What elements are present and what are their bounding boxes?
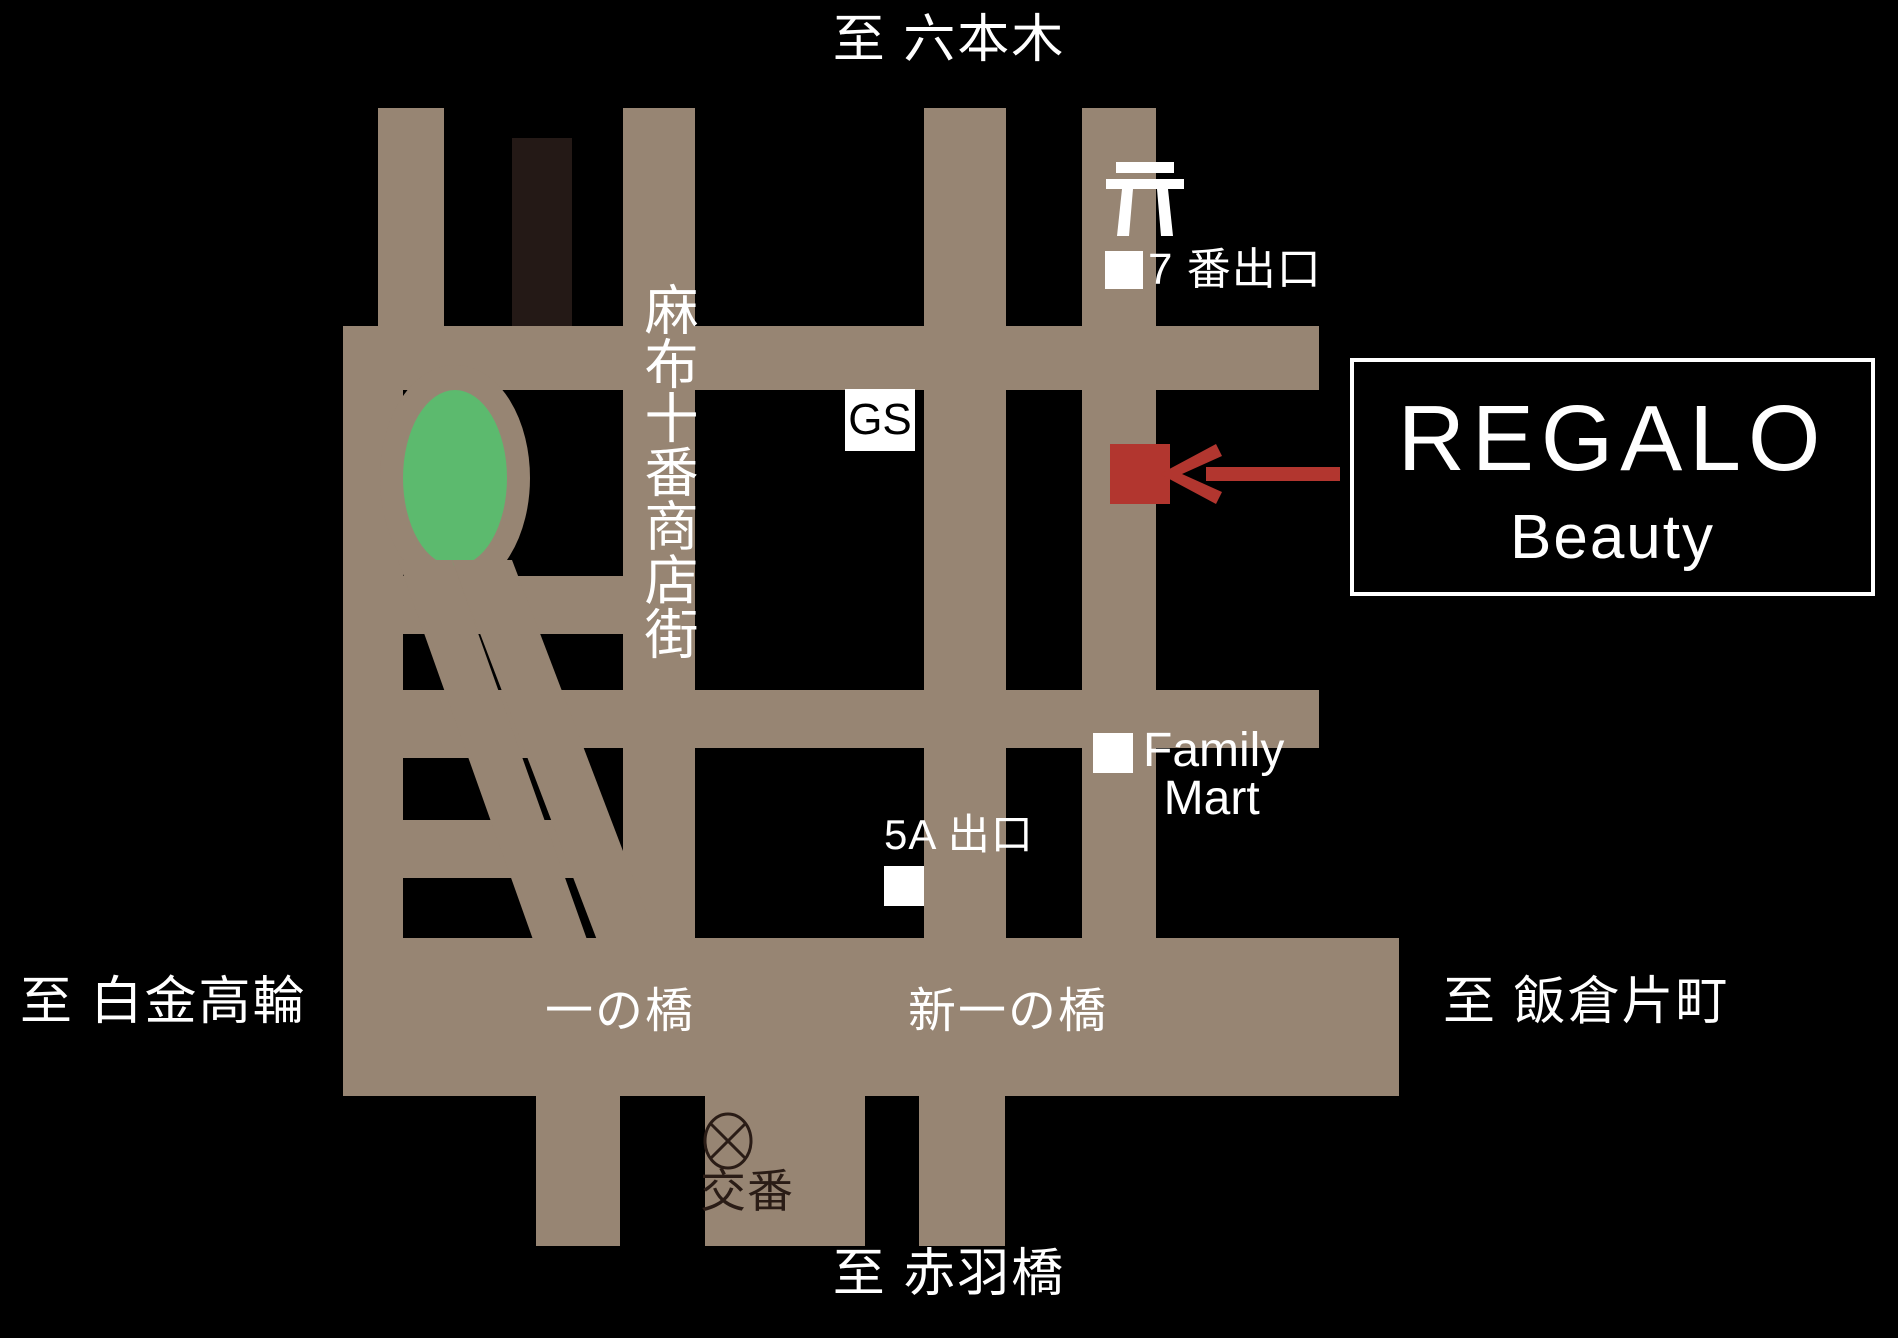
exit-5a-label: 5A 出口 (884, 811, 1034, 858)
direction-label-south: 至 赤羽橋 (832, 1245, 1066, 1303)
bridge-label-ichinohashi: 一の橋 (545, 985, 696, 1038)
road-bottom-branch-west (536, 1096, 620, 1246)
regalo-beauty-logo-box: REGALO Beauty (1350, 358, 1875, 596)
road-horizontal-upper-right-stub (1156, 326, 1319, 390)
road-diagonal-1 (452, 560, 660, 948)
regalo-logo-name: REGALO (1397, 385, 1828, 490)
torii-gate-icon (1106, 162, 1184, 236)
family-mart-label-line2: Mart (1163, 772, 1260, 825)
road-vertical-center (924, 108, 1006, 948)
road-horizontal-mid-right-stub (1156, 690, 1319, 748)
koban-circle-cross-icon (703, 1112, 753, 1170)
road-vertical-right-lower (1082, 748, 1156, 944)
road-vertical-shopping-street (623, 108, 695, 948)
exit-7-marker-square (1105, 251, 1143, 289)
dark-building-block (512, 138, 572, 338)
bridge-label-shinichinohashi: 新一の橋 (908, 985, 1109, 1038)
shopping-street-label: 麻布十番商店街 (636, 282, 696, 660)
gas-station-sign: GS (845, 389, 915, 451)
road-horizontal-upper (343, 326, 1313, 390)
exit-5a-marker-square (884, 866, 924, 906)
family-mart-marker-square (1093, 733, 1133, 773)
road-network (343, 108, 1399, 1246)
road-bottom-band (343, 938, 1399, 1096)
road-vertical-1 (378, 108, 444, 348)
regalo-logo-subtitle: Beauty (1509, 502, 1716, 572)
family-mart-label: Family Mart (1143, 727, 1284, 823)
family-mart-label-line1: Family (1143, 724, 1285, 777)
road-diagonal-2 (398, 560, 590, 948)
direction-label-north: 至 六本木 (832, 11, 1066, 69)
park-green-oval (403, 390, 507, 566)
exit-7-label: 7 番出口 (1148, 245, 1322, 294)
direction-label-west: 至 白金高輪 (20, 973, 307, 1031)
road-bottom-branch-center (705, 1096, 865, 1246)
road-bottom-branch-east (919, 1096, 1005, 1246)
koban-label: 交番 (700, 1165, 794, 1217)
regalo-pointer-arrow (1160, 444, 1340, 504)
direction-label-east: 至 飯倉片町 (1443, 973, 1730, 1031)
